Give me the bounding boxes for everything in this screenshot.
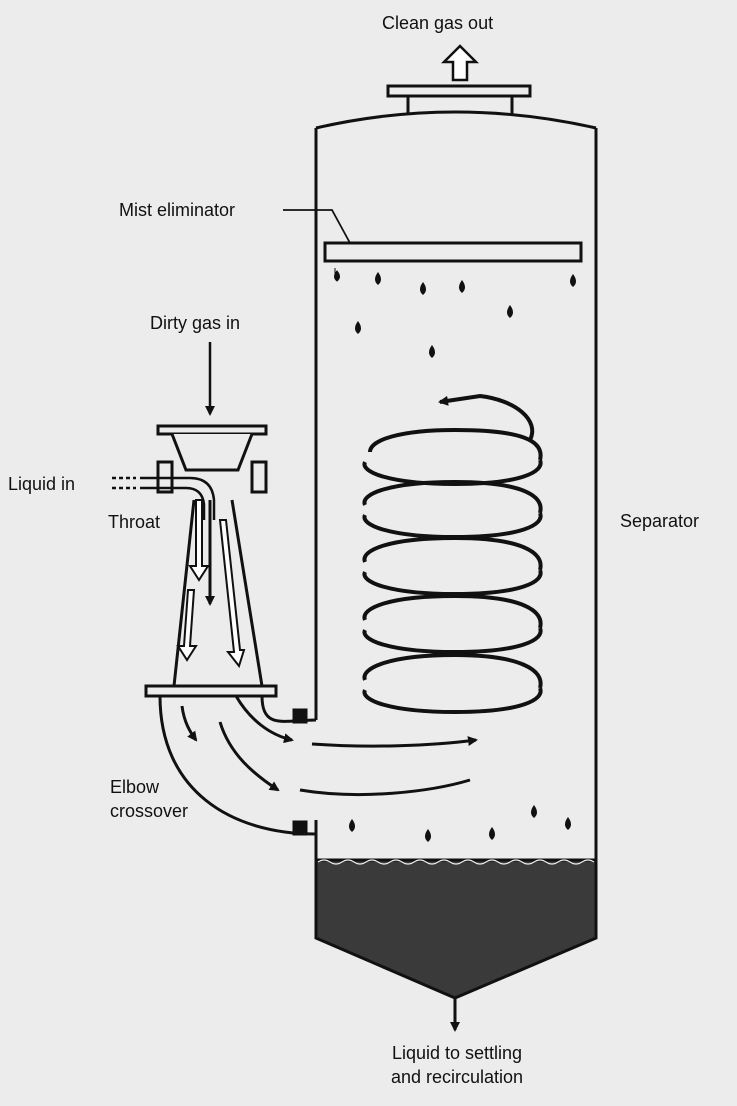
label-mist-eliminator: Mist eliminator [119, 200, 236, 220]
droplets-upper [334, 268, 576, 358]
liquid-pool [314, 858, 598, 1000]
elbow-crossover [158, 695, 317, 836]
venturi-diffuser [144, 499, 278, 698]
droplets-lower [349, 805, 571, 842]
liquid-inlet-pipe [112, 476, 216, 520]
venturi-inlet [156, 424, 268, 494]
label-liquid-out-line1: Liquid to settling [391, 1043, 523, 1063]
cyclone-spiral [362, 393, 543, 715]
clean-gas-arrow [440, 44, 480, 82]
label-dirty-gas-in: Dirty gas in [150, 313, 241, 333]
elbow-flow-arrows [180, 695, 478, 796]
label-clean-gas-out: Clean gas out [382, 13, 494, 33]
label-separator: Separator [620, 511, 700, 531]
throat-flow-arrows [176, 499, 246, 669]
gas-outlet-nozzle [386, 84, 532, 115]
label-liquid-in: Liquid in [8, 474, 76, 494]
separator-vessel [314, 110, 598, 862]
label-elbow-crossover-line1: Elbow [110, 777, 160, 797]
label-elbow-crossover-line2: crossover [110, 801, 189, 821]
label-throat: Throat [108, 512, 161, 532]
mist-eliminator-pad [283, 209, 583, 263]
label-liquid-out-line2: and recirculation [390, 1067, 524, 1087]
